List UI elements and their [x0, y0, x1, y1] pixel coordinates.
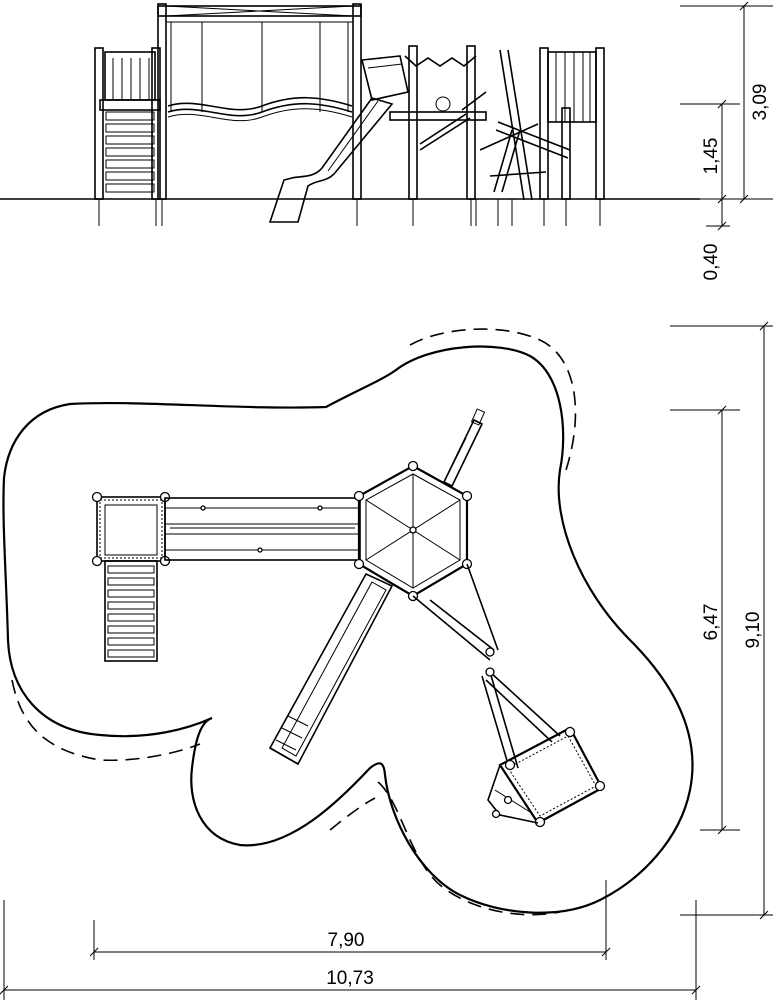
safety-zone-boundary — [2, 345, 694, 914]
climbing-frame-elevation — [475, 47, 605, 226]
foundation-depth-label: 0,40 — [701, 244, 722, 281]
safety-zone-width-label: 10,73 — [326, 968, 374, 989]
equipment-depth-label: 6,47 — [701, 604, 722, 641]
hex-tower-elevation — [389, 45, 487, 226]
left-tower-plan — [91, 491, 171, 662]
slide-plan — [268, 572, 394, 766]
side-elevation: 3,09 1,45 0,40 — [0, 1, 773, 281]
dashed-fall-zone — [409, 328, 577, 471]
hex-tower-plan — [353, 408, 486, 602]
bridge-plan — [164, 497, 361, 561]
safety-zone-depth-label: 9,10 — [743, 612, 764, 649]
left-tower — [94, 47, 161, 226]
total-height-label: 3,09 — [750, 84, 771, 121]
climbing-frame-plan — [487, 726, 606, 828]
plan-view: 6,47 9,10 7,90 10,73 — [0, 321, 773, 1000]
climbing-connector-plan — [412, 563, 561, 769]
elevation-dimensions: 3,09 1,45 0,40 — [680, 1, 773, 281]
wavy-panel-frame — [157, 3, 362, 226]
slide-elevation — [268, 55, 409, 223]
plan-dimensions: 6,47 9,10 7,90 10,73 — [0, 321, 773, 1000]
platform-height-label: 1,45 — [701, 138, 722, 175]
equipment-width-label: 7,90 — [328, 930, 365, 951]
